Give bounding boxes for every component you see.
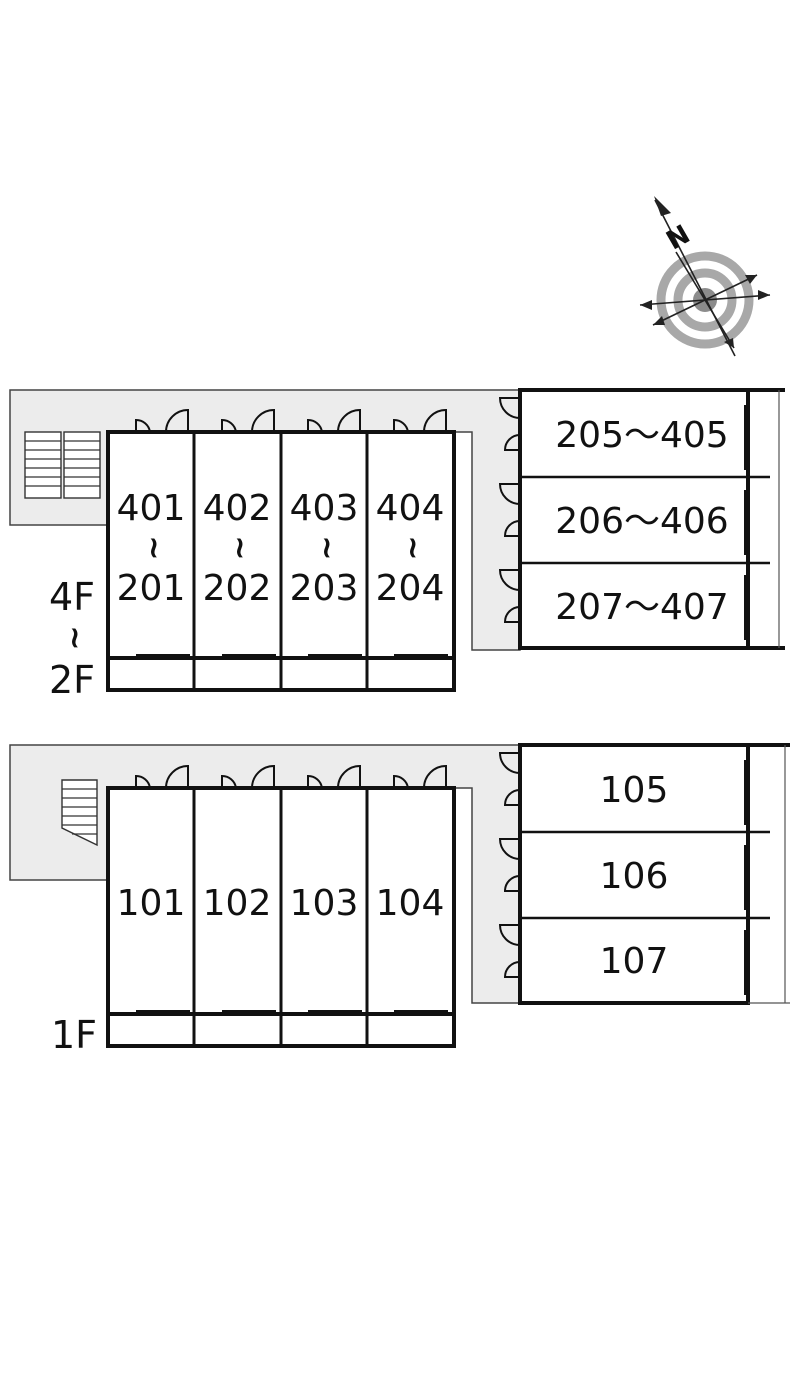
unit-label-102: 102 [203,883,272,924]
unit-label-202: 202 [203,568,272,609]
upper-left-unit-labels: 401 ~ 201 402 ~ 202 403 ~ 203 404 ~ 204 [117,488,445,609]
unit-label-205-405: 205～405 [555,415,728,456]
unit-label-106: 106 [600,856,669,897]
unit-label-107: 107 [600,941,669,982]
unit-label-204: 204 [376,568,445,609]
unit-label-207-407: 207～407 [555,587,728,628]
unit-label-201: 201 [117,568,186,609]
unit-label-404: 404 [376,488,445,529]
unit-label-105: 105 [600,770,669,811]
unit-label-101: 101 [117,883,186,924]
floor-label-2f: 2F [49,658,95,702]
floor-range-mark: ~ [57,625,92,650]
upper-floor-labels: 4F ~ 2F [49,575,95,702]
floor-label-1f: 1F [51,1013,97,1057]
unit-label-104: 104 [376,883,445,924]
lower-left-unit-labels: 101 102 103 104 [117,883,445,924]
range-mark: ~ [309,535,344,560]
unit-label-402: 402 [203,488,272,529]
unit-label-103: 103 [290,883,359,924]
upper-right-unit-labels: 205～405 206～406 207～407 [555,415,728,628]
unit-label-203: 203 [290,568,359,609]
unit-label-206-406: 206～406 [555,501,728,542]
compass-rose-icon [639,196,771,357]
upper-stairs-icon [24,431,101,499]
compass-north-label: N [661,220,695,257]
unit-label-401: 401 [117,488,186,529]
lower-stairs-icon [61,779,98,847]
range-mark: ~ [222,535,257,560]
range-mark: ~ [395,535,430,560]
lower-building [9,743,790,1048]
floor-label-4f: 4F [49,575,95,619]
upper-building [9,388,785,692]
range-mark: ~ [136,535,171,560]
unit-label-403: 403 [290,488,359,529]
lower-right-unit-labels: 105 106 107 [600,770,669,982]
